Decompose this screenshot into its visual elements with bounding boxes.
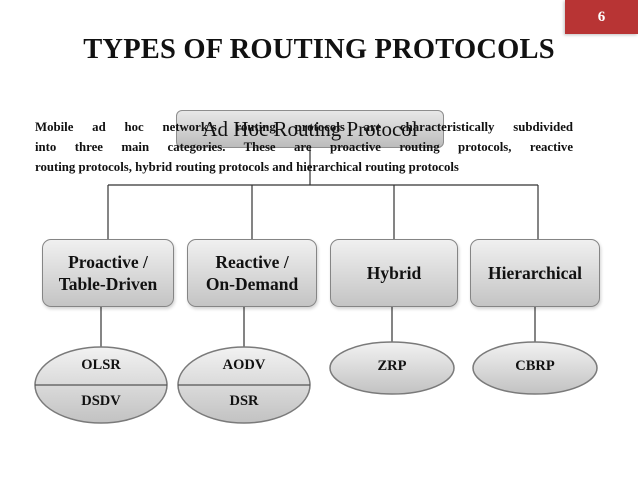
description-text: Mobile ad hoc network’s routing protocol… <box>35 117 573 177</box>
protocol-aodv: AODV <box>222 357 266 373</box>
ellipse-hierarchical <box>472 341 598 395</box>
protocol-dsdv: DSDV <box>81 393 121 409</box>
description-line-2: into three main categories. These are pr… <box>35 140 573 154</box>
protocol-olsr: OLSR <box>81 357 121 373</box>
ellipse-hybrid <box>329 341 455 395</box>
root-node-label: Ad Hoc Routing Protocol <box>202 116 418 141</box>
category-label-proactive: Proactive / Table-Driven <box>58 252 158 294</box>
root-node-box: Ad Hoc Routing Protocol <box>176 110 444 148</box>
category-box-proactive: Proactive / Table-Driven <box>42 239 174 307</box>
description-line-3: routing protocols, hybrid routing protoc… <box>35 160 459 174</box>
protocol-cbrp: CBRP <box>515 358 555 374</box>
category-label-hybrid: Hybrid <box>366 263 422 283</box>
category-box-hierarchical: Hierarchical <box>470 239 600 307</box>
category-box-hybrid: Hybrid <box>330 239 458 307</box>
slide-number-badge: 6 <box>565 0 638 34</box>
protocol-zrp: ZRP <box>377 358 407 374</box>
category-label-reactive: Reactive / On-Demand <box>205 252 299 294</box>
protocol-dsr: DSR <box>229 393 259 409</box>
slide-number: 6 <box>597 8 606 25</box>
category-label-hierarchical: Hierarchical <box>488 263 582 283</box>
description-line-1: Mobile ad hoc network’s routing protocol… <box>35 120 573 134</box>
slide-title: TYPES OF ROUTING PROTOCOLS <box>83 34 555 65</box>
category-box-reactive: Reactive / On-Demand <box>187 239 317 307</box>
